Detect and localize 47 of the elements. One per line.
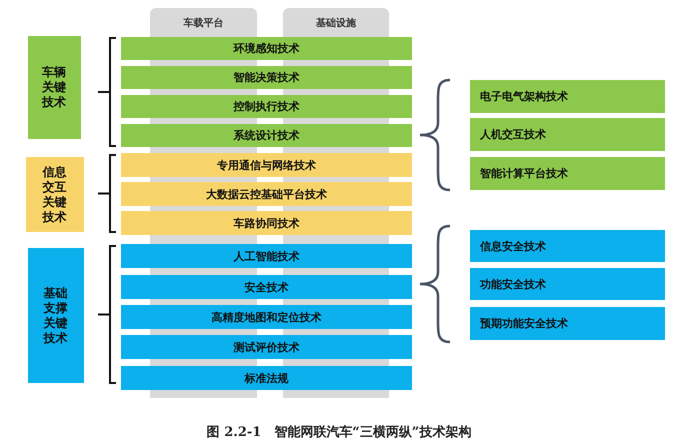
label: 车路协同技术	[234, 216, 300, 230]
label: 安全技术	[244, 280, 288, 294]
technology-bar	[121, 244, 412, 268]
technology-bar	[121, 182, 412, 206]
category-box	[26, 157, 84, 232]
label: 控制执行技术	[234, 99, 300, 114]
technology-box	[470, 118, 665, 151]
label: 功能安全技术	[480, 276, 546, 292]
label: 测试评价技术	[234, 340, 300, 354]
technology-bar	[121, 366, 412, 390]
label: 大数据云控基础平台技术	[206, 186, 327, 202]
label: 信息交互关键技术	[42, 164, 68, 224]
label: 智能决策技术	[234, 70, 300, 85]
technology-bar	[121, 335, 412, 359]
technology-bar	[121, 153, 412, 177]
platform-column	[283, 8, 389, 37]
technology-bar	[121, 95, 412, 118]
label: 信息安全技术	[480, 238, 546, 254]
column-header: 车载平台	[184, 16, 224, 30]
technology-bar	[121, 211, 412, 235]
label: 智能计算平台技术	[480, 166, 568, 181]
label: 专用通信与网络技术	[217, 158, 316, 172]
label: 高精度地图和定位技术	[212, 310, 322, 324]
technology-box	[470, 80, 665, 113]
technology-box	[470, 307, 665, 340]
label: 系统设计技术	[234, 128, 300, 143]
figure-caption: 图 2.2-1 智能网联汽车“三横两纵”技术架构	[206, 424, 472, 441]
platform-column	[150, 8, 257, 37]
label: 人工智能技术	[234, 248, 300, 264]
label: 基础支撑关键技术	[43, 286, 68, 346]
technology-box	[470, 268, 665, 300]
technology-bar	[121, 124, 412, 147]
technology-bar	[121, 275, 412, 299]
column-header: 基础设施	[316, 16, 356, 30]
technology-box	[470, 230, 665, 262]
label: 环境感知技术	[234, 41, 300, 56]
label: 电子电气架构技术	[480, 89, 568, 104]
category-box	[28, 248, 84, 383]
label: 人机交互技术	[480, 127, 546, 142]
technology-bar	[121, 66, 412, 89]
technology-bar	[121, 305, 412, 329]
label: 预期功能安全技术	[480, 316, 568, 331]
technology-box	[470, 157, 665, 190]
category-box	[28, 36, 81, 139]
technology-bar	[121, 37, 412, 60]
label: 车辆关键技术	[42, 65, 67, 110]
label: 标准法规	[244, 370, 288, 386]
